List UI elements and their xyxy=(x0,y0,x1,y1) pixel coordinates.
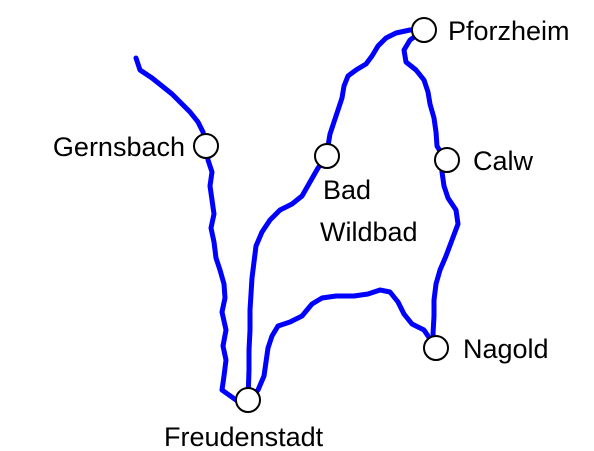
label-bad-wildbad-line2: Wildbad xyxy=(320,217,418,247)
town-marker-pforzheim[interactable] xyxy=(411,17,437,43)
town-marker-bad-wildbad[interactable] xyxy=(314,143,340,169)
label-nagold: Nagold xyxy=(463,334,549,364)
label-gernsbach: Gernsbach xyxy=(53,132,185,162)
town-marker-gernsbach[interactable] xyxy=(193,133,219,159)
label-freudenstadt: Freudenstadt xyxy=(164,422,324,451)
route-murg-valley xyxy=(133,55,251,403)
town-marker-nagold[interactable] xyxy=(423,335,449,361)
routes xyxy=(133,27,461,403)
town-marker-freudenstadt[interactable] xyxy=(235,387,261,413)
town-markers xyxy=(193,17,460,413)
route-freudenstadt-nagold xyxy=(245,287,439,403)
route-nagold-valley xyxy=(401,27,461,351)
label-calw: Calw xyxy=(473,146,534,176)
town-marker-calw[interactable] xyxy=(434,147,460,173)
label-bad-wildbad-line1: Bad xyxy=(323,175,371,205)
label-pforzheim: Pforzheim xyxy=(448,16,570,46)
town-labels: Pforzheim Gernsbach Bad Wildbad Calw Nag… xyxy=(53,16,570,451)
route-enz-valley xyxy=(245,27,427,403)
